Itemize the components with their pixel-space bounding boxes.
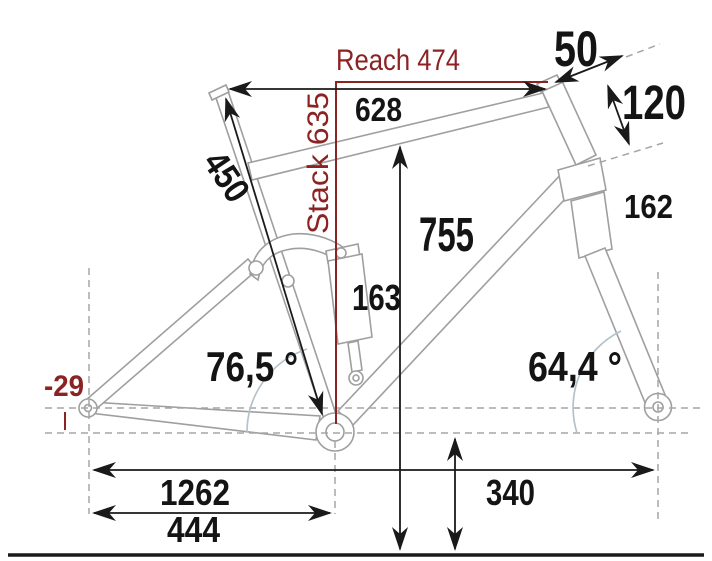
shock-shaft <box>347 340 363 373</box>
reach-label: Reach 474 <box>336 44 460 77</box>
shock-body <box>327 253 373 345</box>
head-tube <box>540 79 598 167</box>
stem-label: 50 <box>554 21 598 77</box>
bb-height-label: 340 <box>486 472 535 513</box>
dimension-lines <box>8 55 704 557</box>
rocker-pivot-front <box>248 260 264 276</box>
head-angle-arc <box>572 330 622 434</box>
bottom-bracket-axle <box>325 422 345 442</box>
reference-guides <box>45 43 700 524</box>
chainstay-label: 444 <box>167 509 220 550</box>
head-tube-label: 120 <box>622 77 686 130</box>
shock-label: 163 <box>352 277 401 318</box>
rocker-pivot-shock <box>335 247 347 259</box>
wheelbase-label: 1262 <box>160 472 230 513</box>
bb-drop-label: -29 <box>44 370 84 403</box>
shock-eyelet-bolt <box>352 374 360 382</box>
head-tube-dim-line <box>607 84 630 146</box>
stem-extension-guide <box>625 43 661 58</box>
fork-label: 162 <box>624 188 673 225</box>
head-angle-label: 64,4 ° <box>528 343 622 390</box>
top-tube-label: 628 <box>355 91 402 128</box>
fork-stanchion <box>570 190 613 260</box>
fork-crown <box>557 156 607 202</box>
rocker-pivot-lower <box>281 274 295 288</box>
stem-dim-line <box>554 55 624 83</box>
head-tube-bottom-guide <box>587 142 664 167</box>
bike-frame <box>78 73 673 452</box>
seat-tube-dim-line <box>224 97 324 416</box>
standover-label: 755 <box>419 209 474 262</box>
stack-label: Stack 635 <box>302 92 335 234</box>
seat-angle-label: 76,5 ° <box>206 343 298 390</box>
